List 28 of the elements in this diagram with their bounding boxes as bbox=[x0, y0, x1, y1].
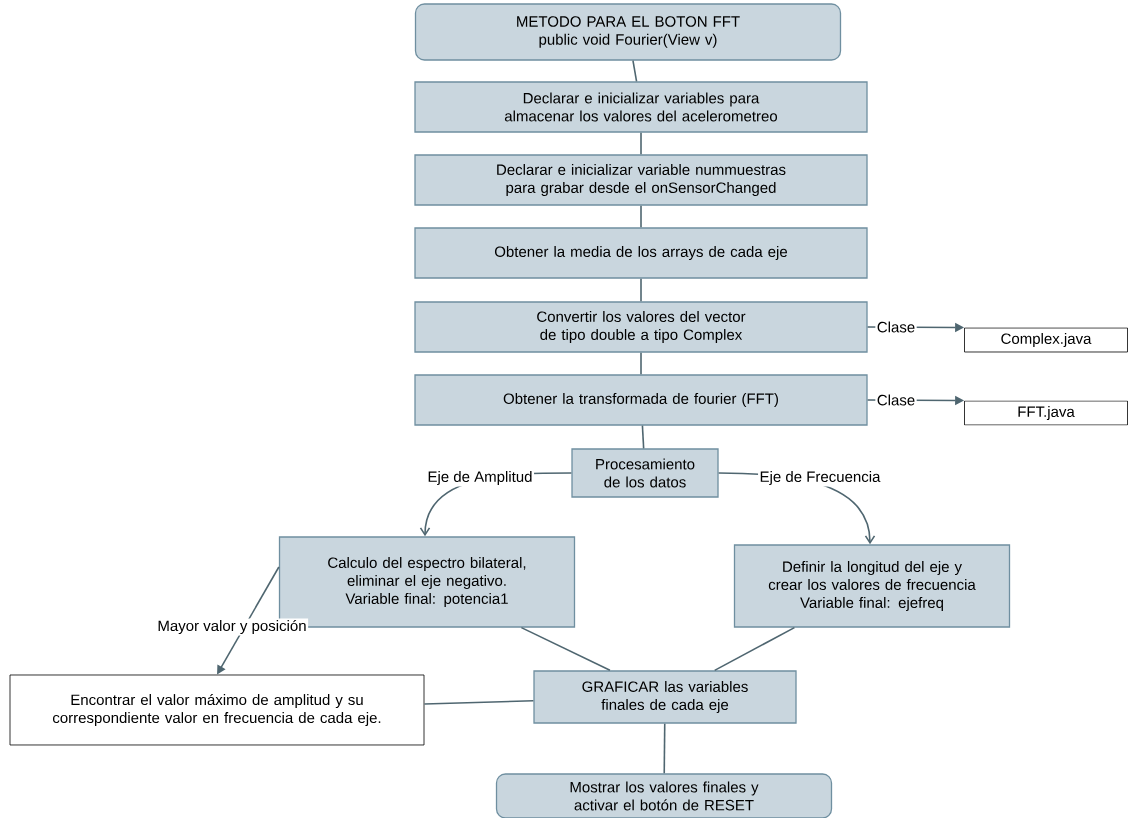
connector-line bbox=[520, 626, 611, 672]
process-box: Definir la longitud del eje y crear los valores de frecuencia Variable final: ejefreq bbox=[733, 544, 1011, 628]
process-box: Declarar e inicializar variable nummuestras para grabar desde el onSensorChanged bbox=[414, 154, 868, 206]
edge-label: Eje de Frecuencia bbox=[758, 469, 882, 487]
connector-line bbox=[663, 722, 666, 775]
connector-line bbox=[640, 277, 642, 303]
note-box: Complex.java bbox=[964, 327, 1128, 353]
connector-line bbox=[640, 351, 642, 376]
connector-line bbox=[632, 59, 638, 83]
process-box: GRAFICAR las variables finales de cada eje bbox=[533, 670, 797, 724]
process-box: Convertir los valores del vector de tipo double a tipo Complex bbox=[414, 301, 868, 353]
connector-line bbox=[641, 424, 645, 450]
process-box: Declarar e inicializar variables para almacenar los valores del acelerometreo bbox=[414, 81, 868, 133]
process-box: Obtener la transformada de fourier (FFT) bbox=[414, 374, 868, 426]
edge-label: Clase bbox=[875, 320, 917, 334]
process-box: Procesamiento de los datos bbox=[571, 448, 719, 498]
terminal-box: Mostrar los valores finales y activar el botón de RESET bbox=[495, 773, 833, 818]
connector-line bbox=[423, 700, 535, 705]
edge-label: Mayor valor y posición bbox=[155, 618, 309, 636]
connector-line bbox=[640, 204, 642, 229]
process-box: Obtener la media de los arrays de cada eje bbox=[414, 227, 868, 279]
connector-line bbox=[713, 626, 796, 672]
note-box: FFT.java bbox=[964, 400, 1128, 426]
edge-label: Eje de Amplitud bbox=[425, 469, 535, 487]
connector-line bbox=[640, 131, 642, 156]
edge-label: Clase bbox=[875, 393, 917, 407]
note-box: Encontrar el valor máximo de amplitud y su correspondiente valor en frecuencia de cada eje. bbox=[9, 674, 425, 746]
terminal-box: METODO PARA EL BOTON FFT public void Fourier(View v) bbox=[414, 3, 842, 61]
